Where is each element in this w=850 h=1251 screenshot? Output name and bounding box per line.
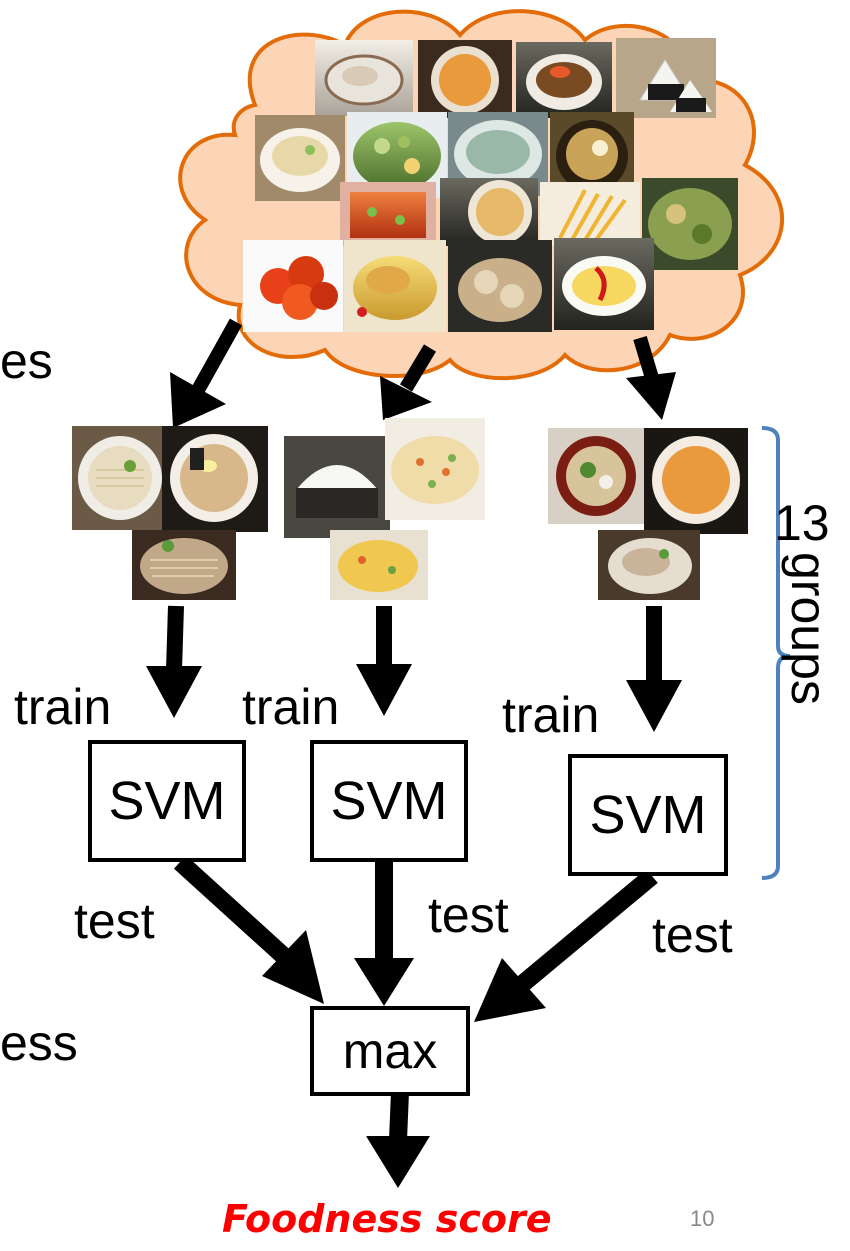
group-2-photos [284,418,485,600]
arrow [173,855,324,1004]
food-photo [440,178,538,246]
page-number: 10 [690,1206,715,1231]
svm-box-1: SVM [88,740,246,862]
groups-count: 13 [774,495,830,551]
arrow [170,318,243,428]
food-photo [284,436,390,538]
cloud-photos [243,38,738,332]
arrow [474,869,658,1022]
cloud-to-group-arrows [170,318,676,428]
train-label-3: train [502,687,600,743]
groups-bracket [761,426,791,880]
food-photo [315,40,413,116]
food-photo [448,240,552,332]
food-photo [642,178,738,270]
left-cutoff-text-top: es [0,333,53,389]
max-to-score-arrow [366,1091,430,1188]
svm-box-2: SVM [310,740,468,862]
food-photo [644,428,748,534]
food-photo [255,115,345,201]
food-photo [340,182,436,246]
food-photo [72,426,168,530]
food-photo [132,530,236,600]
svm-to-max-arrows [173,855,658,1022]
test-label-2: test [428,887,509,943]
group-to-svm-arrows [146,605,682,732]
food-photo [616,38,716,118]
arrow [146,605,202,718]
food-photo [418,40,512,118]
food-photo [330,530,428,600]
test-label-3: test [652,907,733,963]
arrow [626,335,676,420]
train-label-2: train [242,679,340,735]
food-photo [344,240,446,332]
food-photo [243,240,343,332]
food-photo [598,530,700,600]
max-box: max [310,1006,470,1096]
arrow [356,606,412,716]
food-photo [548,428,648,524]
food-photo [554,238,654,330]
groups-label: groups [781,552,837,705]
test-label-1: test [74,893,155,949]
food-photo [385,418,485,520]
left-cutoff-text-bottom: ess [0,1015,78,1071]
group-3-photos [548,428,748,600]
foodness-score-label: Foodness score [222,1197,552,1241]
food-photo [516,42,612,118]
train-label-1: train [14,679,112,735]
group-1-photos [72,426,268,600]
arrow [626,606,682,732]
arrow [354,860,414,1006]
svm-box-3: SVM [568,754,728,876]
food-photo [540,182,640,246]
food-photo [162,426,268,532]
arrow [380,344,437,420]
